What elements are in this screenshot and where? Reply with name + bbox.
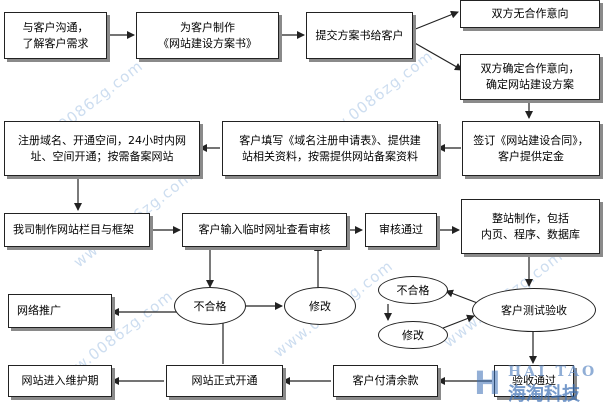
node-build-framework: 我司制作网站栏目与框架: [4, 213, 150, 247]
oval-acceptance-test: 客户测试验收: [472, 288, 596, 332]
logo-mark-icon: H: [474, 364, 501, 402]
logo-text-en: HAI TAO: [508, 364, 598, 380]
logo-text-cn: 海淘科技: [508, 384, 580, 405]
node-no-intent: 双方无合作意向: [460, 0, 600, 28]
arrow-submit-to-confirm: [412, 41, 463, 71]
oval-fail-2: 不合格: [378, 276, 448, 304]
oval-fail-1: 不合格: [174, 287, 246, 325]
haitao-logo: H HAI TAO 海淘科技: [468, 360, 605, 405]
node-customer-review: 客户输入临时网址查看审核: [182, 213, 347, 247]
oval-modify-2: 修改: [378, 321, 448, 349]
node-full-build: 整站制作，包括 内页、程序、数据库: [461, 199, 600, 254]
node-confirm-intent: 双方确定合作意向， 确定网站建设方案: [460, 54, 600, 100]
node-final-payment: 客户付清余款: [333, 365, 438, 397]
node-review-passed: 审核通过: [365, 213, 437, 247]
node-acceptance-passed: 验收通过: [494, 365, 574, 397]
node-sign-contract: 签订《网站建设合同》， 客户提供定金: [462, 121, 600, 176]
arrow-submit-to-no-intent: [412, 10, 459, 31]
arrow-test-to-fail2: [445, 289, 481, 305]
node-launch: 网站正式开通: [166, 365, 283, 397]
node-make-proposal: 为客户制作 《网站建设方案书》: [136, 12, 279, 59]
node-fill-forms: 客户填写《域名注册申请表》、提供建 站相关资料，按需提供网站备案资料: [222, 121, 438, 176]
oval-modify-1: 修改: [284, 287, 356, 325]
node-maintenance: 网站进入维护期: [8, 365, 112, 397]
node-submit-proposal: 提交方案书给客户: [306, 12, 413, 59]
node-promotion: 网络推广: [8, 294, 112, 328]
node-register-domain: 注册域名、开通空间，24小时内网 址、空间开通；按需备案网站: [4, 121, 200, 176]
node-communicate: 与客户沟通， 了解客户需求: [4, 12, 107, 59]
